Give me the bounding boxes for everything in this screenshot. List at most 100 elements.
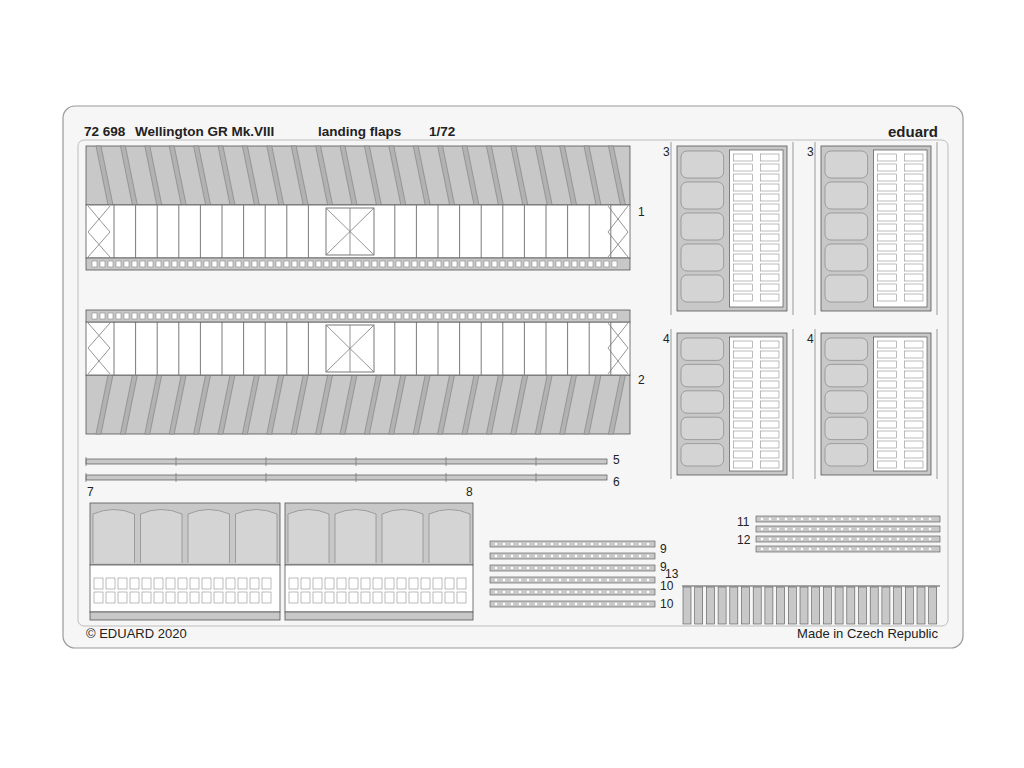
flap-spar — [481, 205, 482, 258]
brand-logo: eduard — [888, 123, 938, 140]
sprue — [671, 142, 672, 315]
strip-hole — [913, 538, 916, 541]
panel-slot — [760, 411, 779, 418]
hinge-slot — [404, 313, 409, 319]
hinge-slot — [388, 261, 393, 267]
flap-spar — [524, 322, 525, 375]
panel-slot — [760, 431, 779, 438]
panel-slot — [760, 234, 779, 241]
hinge-slot — [316, 261, 321, 267]
panel-cell — [825, 275, 868, 302]
panel-slot — [904, 294, 923, 301]
hinge-slot — [476, 261, 481, 267]
strip-hole — [833, 538, 836, 541]
strip-hole — [825, 548, 828, 551]
flap-rib — [413, 146, 430, 205]
flap-rib — [511, 375, 528, 434]
hinge-slot — [180, 261, 185, 267]
flap-spar — [157, 205, 158, 258]
strip-hole — [543, 579, 546, 582]
panel-slot — [904, 401, 923, 408]
panel-slot — [878, 204, 897, 211]
flap-end-brace — [608, 206, 628, 257]
strip-hole — [535, 591, 538, 594]
flap-rib — [291, 146, 308, 205]
flap-slot — [421, 578, 430, 589]
callout-number: 4 — [807, 333, 814, 347]
hinge-slot — [404, 261, 409, 267]
strip-hole — [527, 567, 530, 570]
strip-hole — [575, 567, 578, 570]
strip-tab — [356, 473, 357, 482]
hinge-slot — [252, 313, 257, 319]
flap-end-brace — [608, 323, 628, 374]
callout-number: 2 — [638, 374, 645, 388]
strip-hole — [881, 538, 884, 541]
strip-hole — [567, 555, 570, 558]
comb-bar — [894, 587, 902, 624]
hinge-slot — [500, 261, 505, 267]
flap-rib — [438, 146, 455, 205]
hinge-slot — [572, 313, 577, 319]
panel-slot — [734, 184, 753, 191]
flap-slot — [250, 578, 259, 589]
flap-rib — [535, 146, 552, 205]
flap-spar — [567, 205, 568, 258]
hinge-slot — [212, 261, 217, 267]
strip-hole — [647, 555, 650, 558]
strip-hole — [511, 543, 514, 546]
strip-hole — [559, 567, 562, 570]
flap-slot — [361, 578, 370, 589]
panel-slot — [878, 361, 897, 368]
hinge-slot — [324, 261, 329, 267]
part-2 — [86, 310, 630, 434]
hinge-slot — [332, 313, 337, 319]
panel-slot — [904, 351, 923, 358]
flap-spar — [502, 205, 503, 258]
flap-rib — [511, 146, 528, 205]
copyright: © EDUARD 2020 — [86, 627, 187, 642]
strip-hole — [535, 579, 538, 582]
hinge-slot — [492, 261, 497, 267]
panel-slot — [734, 224, 753, 231]
flap-end-brace — [88, 206, 110, 257]
strip-hole — [913, 548, 916, 551]
comb-bar — [859, 587, 867, 624]
flap-spar — [200, 205, 201, 258]
hinge-slot — [604, 313, 609, 319]
strip-tab — [86, 473, 87, 482]
strip-hole — [857, 548, 860, 551]
flap-rib — [389, 375, 406, 434]
flap-slot — [214, 592, 223, 603]
flap-arch — [382, 510, 423, 564]
hinge-slot — [244, 313, 249, 319]
strip-hole — [639, 567, 642, 570]
strip-hole — [607, 579, 610, 582]
comb-bar — [742, 587, 750, 624]
strip-hole — [591, 591, 594, 594]
hinge-slot — [148, 313, 153, 319]
strip-hole — [551, 567, 554, 570]
callout-number: 8 — [466, 486, 473, 500]
strip-hole — [559, 555, 562, 558]
hinge-slot — [500, 313, 505, 319]
strip-hole — [801, 528, 804, 531]
strip-hole — [865, 518, 868, 521]
flap-rib — [218, 375, 235, 434]
flap-rib — [413, 375, 430, 434]
strip-hole — [849, 538, 852, 541]
comb-bar — [905, 587, 913, 624]
comb-bar — [812, 587, 820, 624]
panel-slot — [878, 234, 897, 241]
flap-rib — [316, 375, 333, 434]
comb-bar — [929, 587, 937, 624]
flap-edge — [285, 612, 473, 620]
flap-spar — [394, 322, 395, 375]
flap-slot — [118, 592, 127, 603]
flap-hinge-strip — [86, 258, 630, 270]
strip-hole — [575, 591, 578, 594]
strip-hole — [825, 528, 828, 531]
flap-spar — [416, 322, 417, 375]
strip-hole — [793, 528, 796, 531]
hinge-slot — [580, 261, 585, 267]
